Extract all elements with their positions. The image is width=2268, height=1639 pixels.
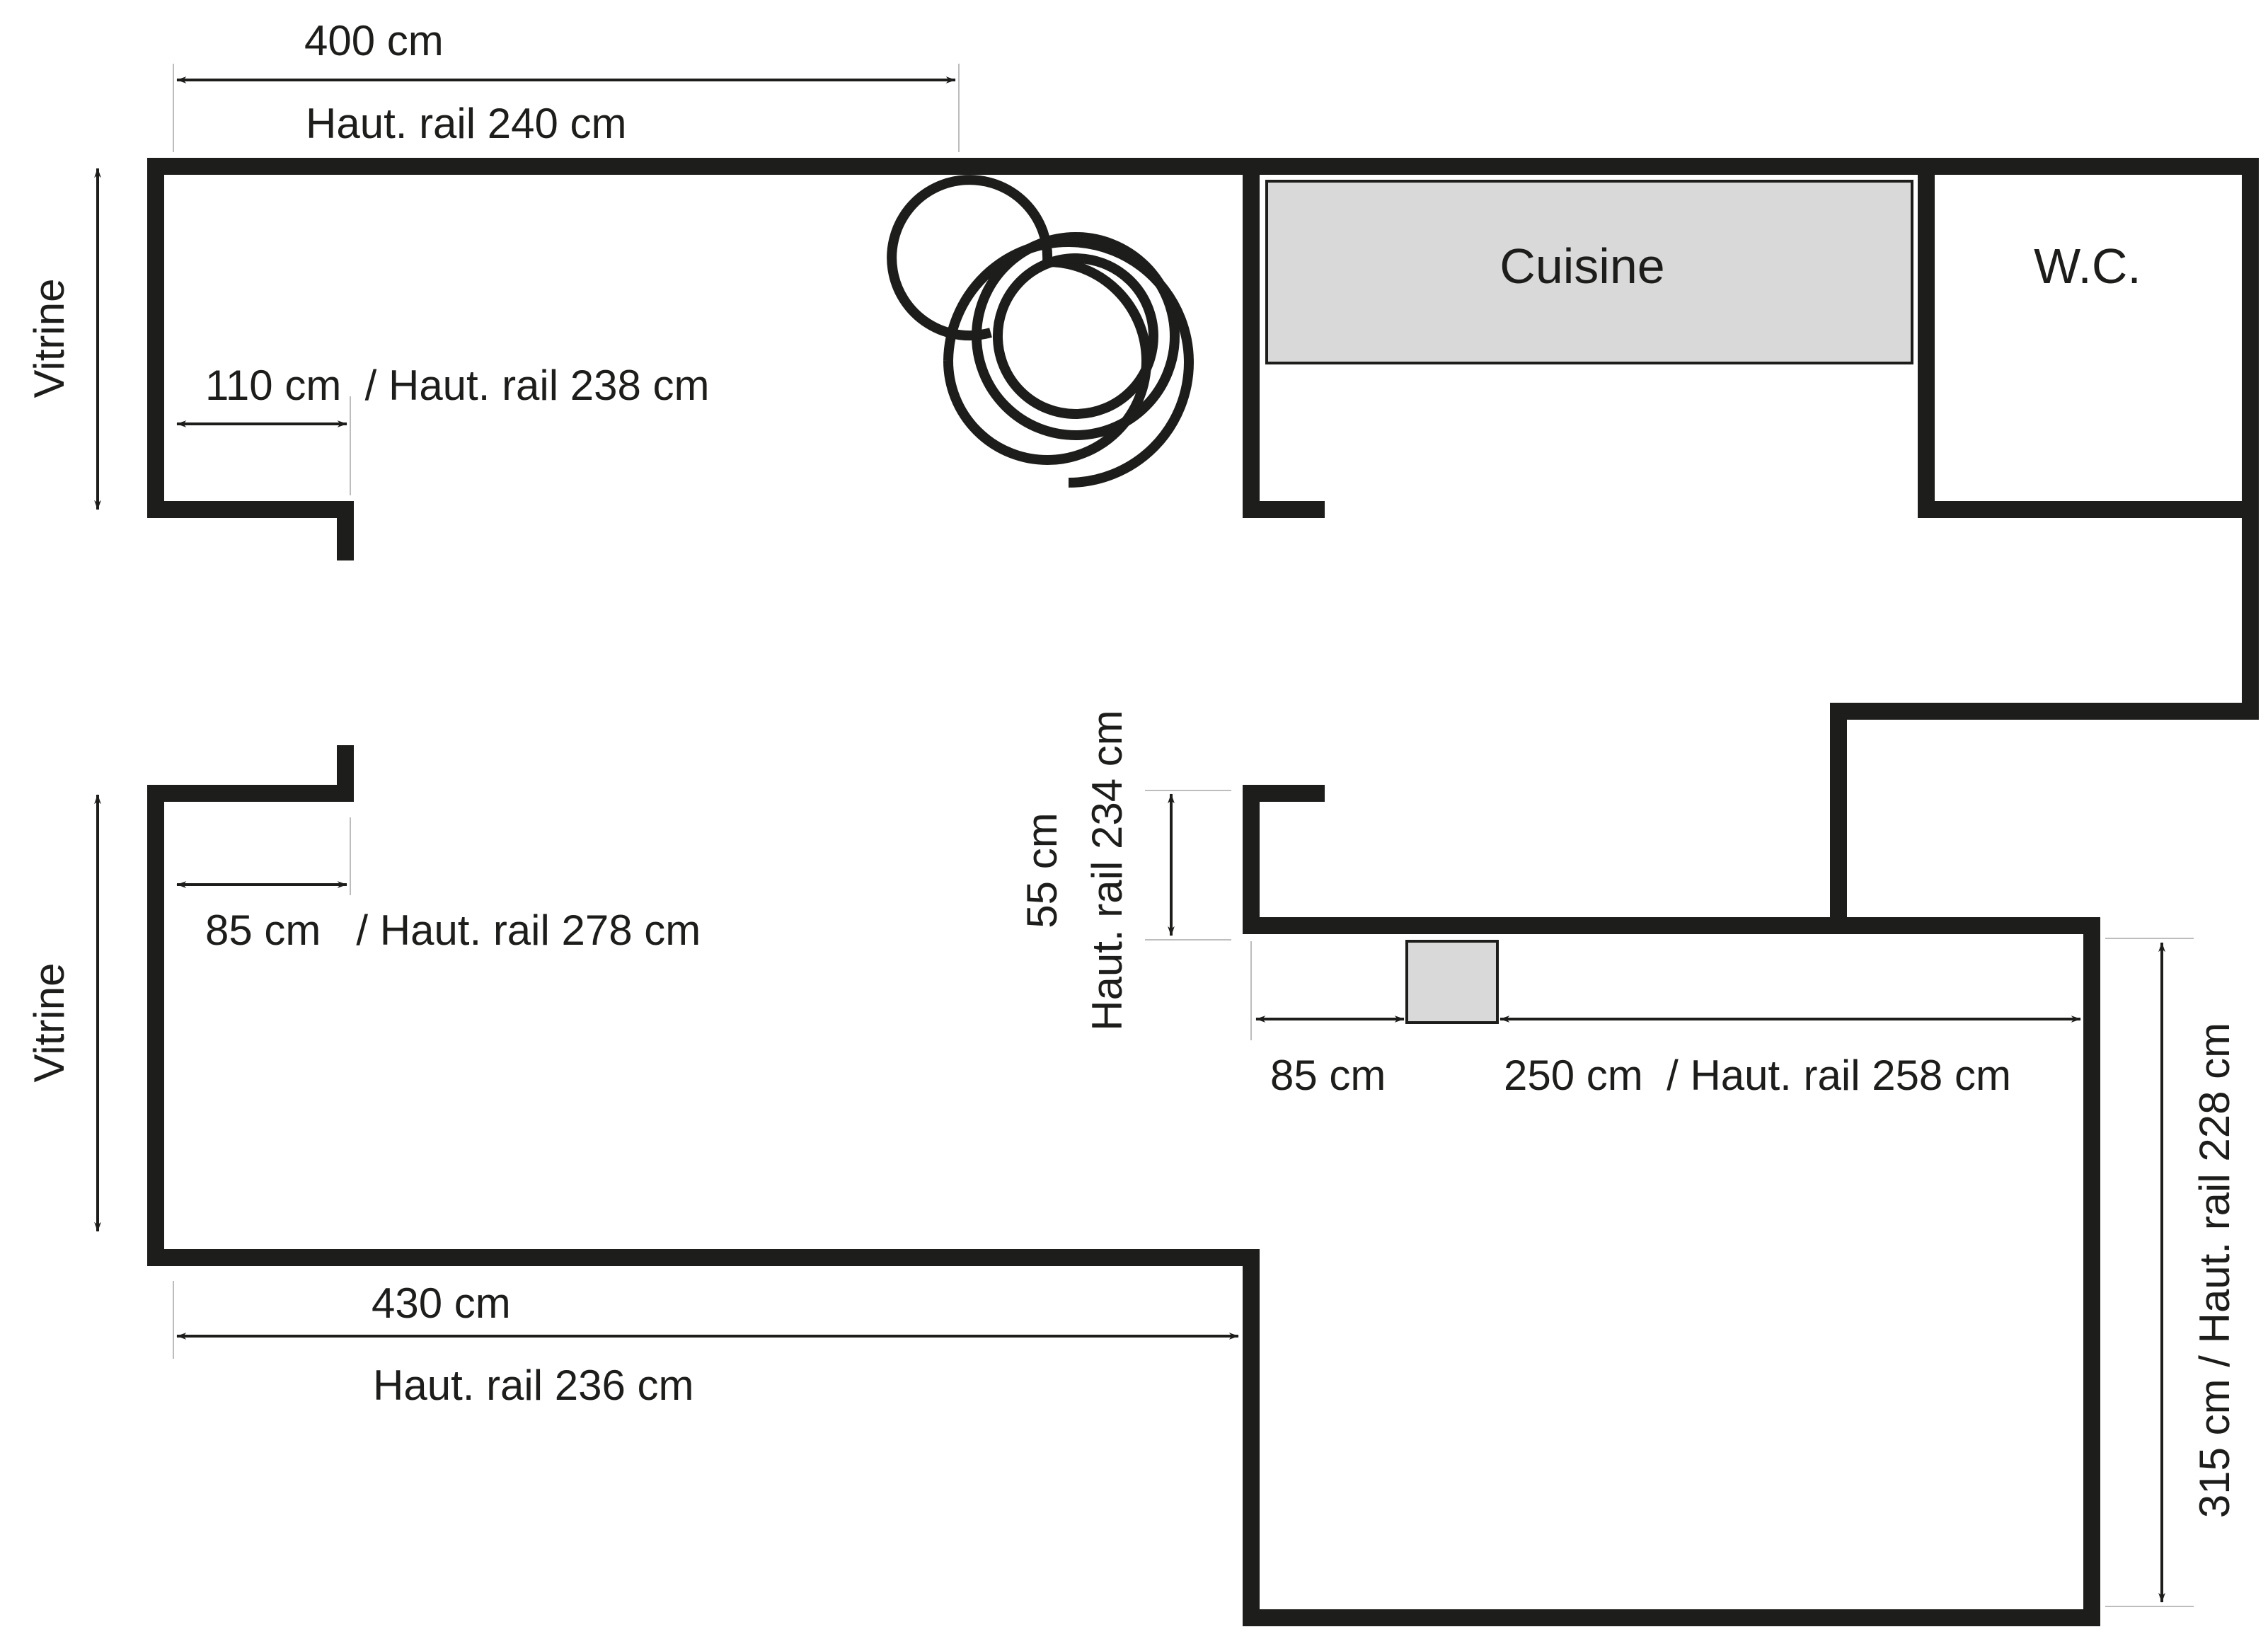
label-vitrine-bottom: Vitrine bbox=[25, 963, 73, 1083]
column-fixture bbox=[1405, 940, 1499, 1024]
label-bottom-width: 430 cm bbox=[372, 1279, 511, 1327]
label-mid-height: 55 cm bbox=[1018, 812, 1066, 928]
wall-top-left bbox=[147, 158, 1260, 513]
wall-middle-stub bbox=[1243, 785, 2100, 934]
wall-right-room bbox=[1243, 917, 2100, 1626]
wall-wc-left bbox=[1918, 158, 2259, 518]
labels: 400 cm Haut. rail 240 cm Vitrine 110 cm … bbox=[25, 17, 2238, 1518]
label-right-250: 250 cm / Haut. rail 258 cm bbox=[1504, 1052, 2011, 1099]
wall-top-right bbox=[1243, 158, 2259, 934]
wall-opening-bottom-stub bbox=[147, 745, 1260, 1266]
label-opening-bottom: 85 cm / Haut. rail 278 cm bbox=[205, 907, 701, 954]
label-top-width: 400 cm bbox=[304, 17, 444, 64]
wall-kitchen-left bbox=[1243, 158, 1325, 518]
label-top-rail: Haut. rail 240 cm bbox=[306, 100, 627, 147]
label-vitrine-top: Vitrine bbox=[25, 279, 73, 398]
spiral-staircase-icon bbox=[887, 175, 1194, 488]
label-bottom-rail: Haut. rail 236 cm bbox=[373, 1362, 694, 1409]
walls bbox=[147, 158, 2259, 1626]
wall-opening-top-stub bbox=[147, 501, 354, 560]
dimensions bbox=[94, 64, 2194, 1607]
wc-label: W.C. bbox=[2034, 238, 2141, 294]
label-opening-top: 110 cm / Haut. rail 238 cm bbox=[205, 362, 710, 409]
label-right-height: 315 cm / Haut. rail 228 cm bbox=[2191, 1023, 2238, 1518]
label-right-85: 85 cm bbox=[1270, 1052, 1386, 1099]
label-mid-rail: Haut. rail 234 cm bbox=[1083, 710, 1131, 1031]
kitchen-counter bbox=[1265, 180, 1913, 364]
kitchen-label: Cuisine bbox=[1499, 238, 1664, 294]
